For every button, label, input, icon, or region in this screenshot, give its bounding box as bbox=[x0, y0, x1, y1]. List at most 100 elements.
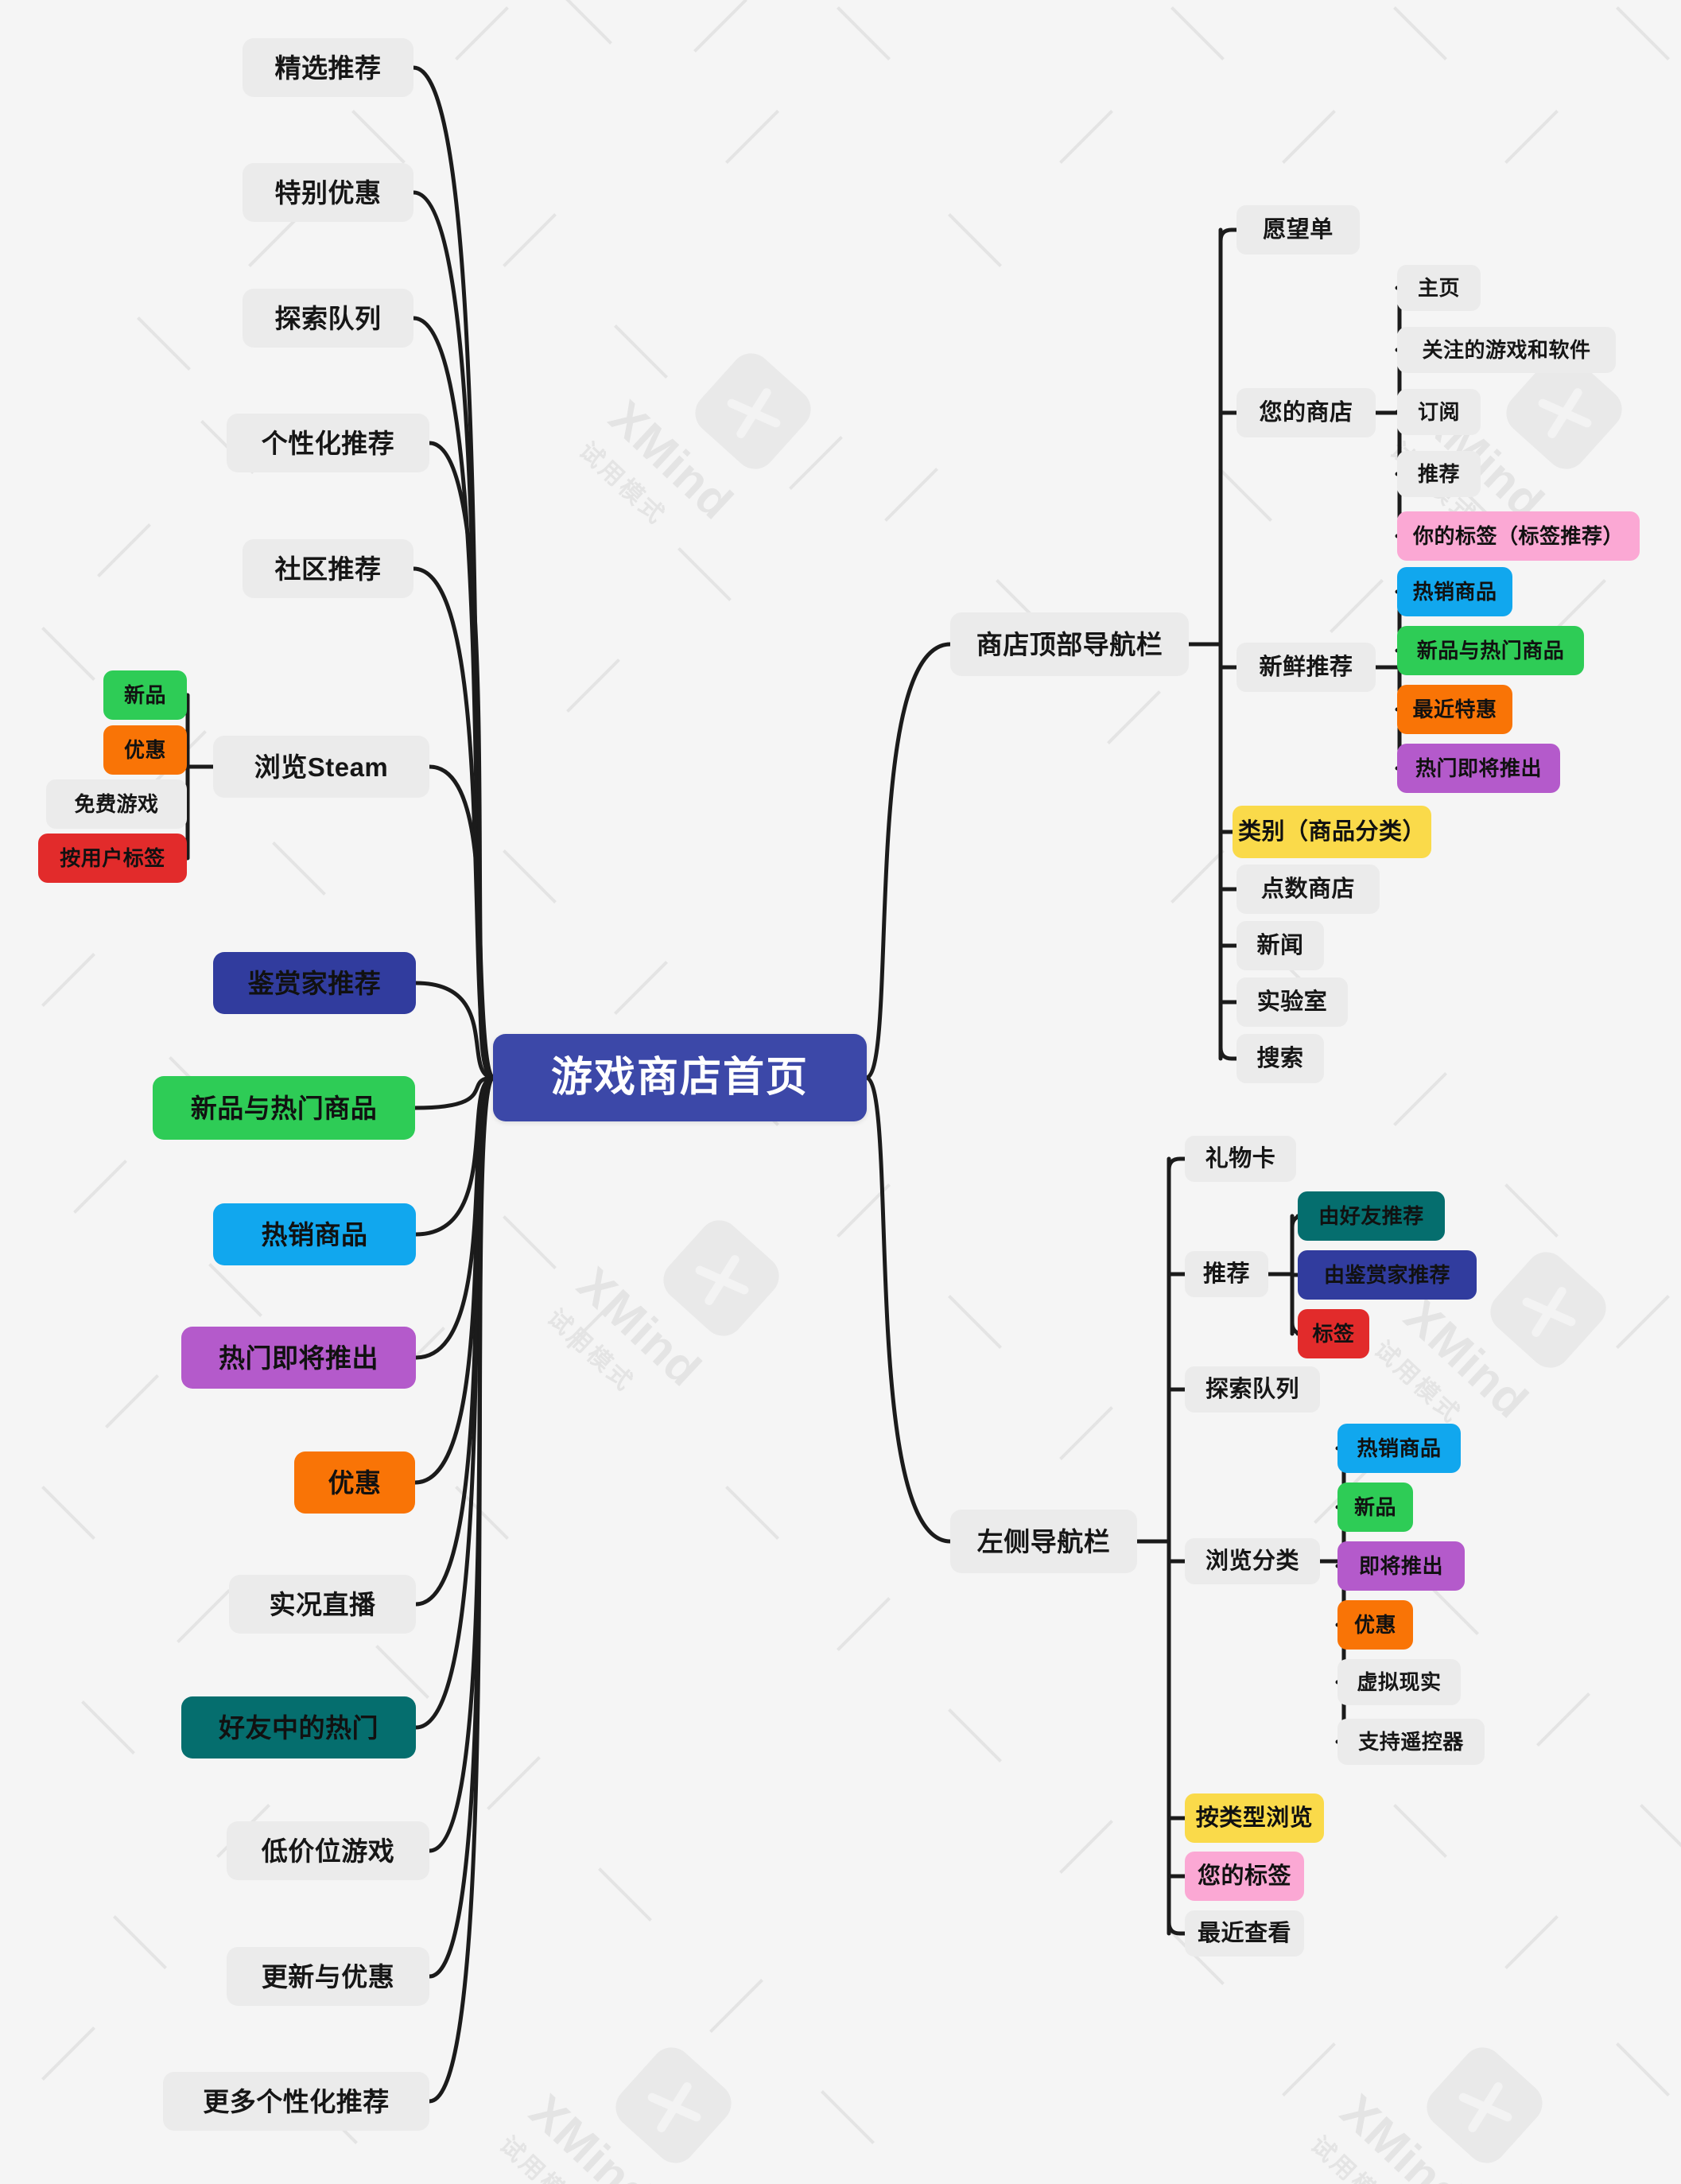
left-branch-鉴赏家推荐[interactable]: 鉴赏家推荐 bbox=[213, 952, 416, 1014]
fresh-rec-item-最近特惠[interactable]: 最近特惠 bbox=[1397, 685, 1512, 734]
node-label: 免费游戏 bbox=[74, 792, 159, 816]
watermark-tick bbox=[97, 523, 151, 577]
left-branch-浏览Steam[interactable]: 浏览Steam bbox=[213, 736, 429, 798]
watermark-tick bbox=[884, 468, 938, 522]
watermark-tick bbox=[1616, 2042, 1670, 2097]
side-nav-item-推荐[interactable]: 推荐 bbox=[1185, 1251, 1268, 1297]
watermark-tick bbox=[1616, 1295, 1670, 1349]
left-branch-新品与热门商品[interactable]: 新品与热门商品 bbox=[153, 1076, 415, 1140]
node-label: 低价位游戏 bbox=[261, 1836, 395, 1866]
left-branch-探索队列[interactable]: 探索队列 bbox=[243, 289, 413, 348]
node-label: 优惠 bbox=[1353, 1613, 1396, 1637]
top-nav-item-愿望单[interactable]: 愿望单 bbox=[1236, 205, 1360, 255]
xmind-logo-watermark-icon bbox=[1479, 1241, 1630, 1392]
node-label: 您的标签 bbox=[1197, 1863, 1291, 1889]
side-nav-item-按类型浏览[interactable]: 按类型浏览 bbox=[1185, 1793, 1324, 1843]
node-label: 由鉴赏家推荐 bbox=[1323, 1263, 1450, 1287]
your-store-item-关注的游戏和软件[interactable]: 关注的游戏和软件 bbox=[1397, 327, 1616, 373]
left-branch-实况直播[interactable]: 实况直播 bbox=[229, 1575, 416, 1634]
left-subnode-新品[interactable]: 新品 bbox=[103, 670, 187, 720]
browse-category-item-热销商品[interactable]: 热销商品 bbox=[1337, 1424, 1461, 1473]
node-label: 虚拟现实 bbox=[1357, 1670, 1442, 1694]
browse-category-item-优惠[interactable]: 优惠 bbox=[1337, 1600, 1413, 1650]
node-label: 按用户标签 bbox=[60, 846, 165, 870]
top-nav-item-新鲜推荐[interactable]: 新鲜推荐 bbox=[1236, 643, 1376, 692]
watermark-tick bbox=[41, 1486, 95, 1540]
node-label: 新品与热门商品 bbox=[1416, 639, 1565, 663]
left-branch-优惠[interactable]: 优惠 bbox=[294, 1451, 415, 1514]
top-nav-item-您的商店[interactable]: 您的商店 bbox=[1236, 388, 1376, 437]
node-label: 热门即将推出 bbox=[219, 1343, 379, 1373]
side-nav-item-最近查看[interactable]: 最近查看 bbox=[1185, 1910, 1304, 1957]
left-branch-个性化推荐[interactable]: 个性化推荐 bbox=[227, 414, 429, 472]
top-nav-item-新闻[interactable]: 新闻 bbox=[1236, 921, 1324, 970]
watermark-brand: XMind bbox=[1394, 1288, 1539, 1428]
right-branch-商店顶部导航栏[interactable]: 商店顶部导航栏 bbox=[950, 612, 1189, 676]
browse-category-item-支持遥控器[interactable]: 支持遥控器 bbox=[1337, 1719, 1485, 1765]
node-label: 商店顶部导航栏 bbox=[976, 629, 1163, 659]
fresh-rec-item-热销商品[interactable]: 热销商品 bbox=[1397, 567, 1512, 616]
node-label: 你的标签（标签推荐） bbox=[1412, 524, 1624, 548]
node-label: 点数商店 bbox=[1260, 876, 1355, 902]
watermark-tick bbox=[1059, 110, 1113, 164]
watermark-tick bbox=[81, 1700, 135, 1755]
fresh-rec-item-新品与热门商品[interactable]: 新品与热门商品 bbox=[1397, 626, 1584, 675]
side-nav-item-礼物卡[interactable]: 礼物卡 bbox=[1185, 1136, 1296, 1182]
browse-category-item-即将推出[interactable]: 即将推出 bbox=[1337, 1541, 1465, 1591]
left-branch-更新与优惠[interactable]: 更新与优惠 bbox=[227, 1947, 429, 2006]
left-subnode-优惠[interactable]: 优惠 bbox=[103, 725, 187, 775]
browse-category-item-虚拟现实[interactable]: 虚拟现实 bbox=[1337, 1659, 1461, 1705]
left-branch-更多个性化推荐[interactable]: 更多个性化推荐 bbox=[163, 2072, 429, 2131]
left-branch-低价位游戏[interactable]: 低价位游戏 bbox=[227, 1821, 429, 1880]
node-label: 新鲜推荐 bbox=[1259, 654, 1353, 680]
top-nav-item-实验室[interactable]: 实验室 bbox=[1236, 977, 1348, 1027]
watermark-tick bbox=[503, 213, 557, 267]
node-label: 关注的游戏和软件 bbox=[1422, 338, 1591, 362]
left-branch-精选推荐[interactable]: 精选推荐 bbox=[243, 38, 413, 97]
browse-category-item-新品[interactable]: 新品 bbox=[1337, 1483, 1413, 1532]
node-label: 热销商品 bbox=[261, 1219, 368, 1249]
recommend-item-由好友推荐[interactable]: 由好友推荐 bbox=[1298, 1191, 1445, 1241]
node-label: 即将推出 bbox=[1358, 1554, 1443, 1578]
left-branch-热门即将推出[interactable]: 热门即将推出 bbox=[181, 1327, 416, 1389]
watermark-tick bbox=[693, 0, 747, 52]
left-branch-特别优惠[interactable]: 特别优惠 bbox=[243, 163, 413, 222]
watermark-tick bbox=[1393, 6, 1447, 60]
xmind-logo-watermark-icon bbox=[684, 342, 835, 493]
node-label: 社区推荐 bbox=[274, 554, 382, 584]
fresh-rec-item-热门即将推出[interactable]: 热门即将推出 bbox=[1397, 744, 1560, 793]
recommend-item-由鉴赏家推荐[interactable]: 由鉴赏家推荐 bbox=[1298, 1250, 1477, 1300]
recommend-item-标签[interactable]: 标签 bbox=[1298, 1309, 1369, 1358]
your-store-item-订阅[interactable]: 订阅 bbox=[1397, 389, 1481, 435]
your-store-item-你的标签标签推荐[interactable]: 你的标签（标签推荐） bbox=[1397, 511, 1640, 561]
your-store-item-推荐[interactable]: 推荐 bbox=[1397, 451, 1481, 497]
xmind-logo-watermark-icon bbox=[604, 2036, 755, 2184]
top-nav-item-类别商品分类[interactable]: 类别（商品分类） bbox=[1233, 806, 1431, 858]
left-branch-好友中的热门[interactable]: 好友中的热门 bbox=[181, 1696, 416, 1758]
top-nav-item-点数商店[interactable]: 点数商店 bbox=[1236, 865, 1380, 914]
watermark-tick bbox=[1504, 1183, 1559, 1238]
left-branch-热销商品[interactable]: 热销商品 bbox=[213, 1203, 416, 1265]
watermark-note: 试用模式 bbox=[1305, 2131, 1403, 2184]
node-label: 您的商店 bbox=[1259, 399, 1353, 426]
node-label: 探索队列 bbox=[274, 303, 382, 333]
top-nav-item-搜索[interactable]: 搜索 bbox=[1236, 1034, 1324, 1083]
xmind-logo-watermark-icon bbox=[1415, 2036, 1566, 2184]
right-branch-左侧导航栏[interactable]: 左侧导航栏 bbox=[950, 1510, 1137, 1573]
watermark-tick bbox=[725, 1486, 779, 1540]
node-label: 好友中的热门 bbox=[219, 1712, 379, 1743]
side-nav-item-您的标签[interactable]: 您的标签 bbox=[1185, 1852, 1304, 1901]
node-label: 新品 bbox=[123, 683, 166, 707]
side-nav-item-探索队列[interactable]: 探索队列 bbox=[1185, 1366, 1320, 1413]
side-nav-item-浏览分类[interactable]: 浏览分类 bbox=[1185, 1538, 1320, 1584]
left-subnode-按用户标签[interactable]: 按用户标签 bbox=[38, 834, 187, 883]
watermark-brand: XMind bbox=[1330, 2084, 1475, 2184]
left-branch-社区推荐[interactable]: 社区推荐 bbox=[243, 539, 413, 598]
root-node-游戏商店首页[interactable]: 游戏商店首页 bbox=[493, 1034, 867, 1121]
left-subnode-免费游戏[interactable]: 免费游戏 bbox=[46, 779, 187, 829]
your-store-item-主页[interactable]: 主页 bbox=[1397, 265, 1481, 311]
watermark-tick bbox=[598, 1867, 652, 1922]
